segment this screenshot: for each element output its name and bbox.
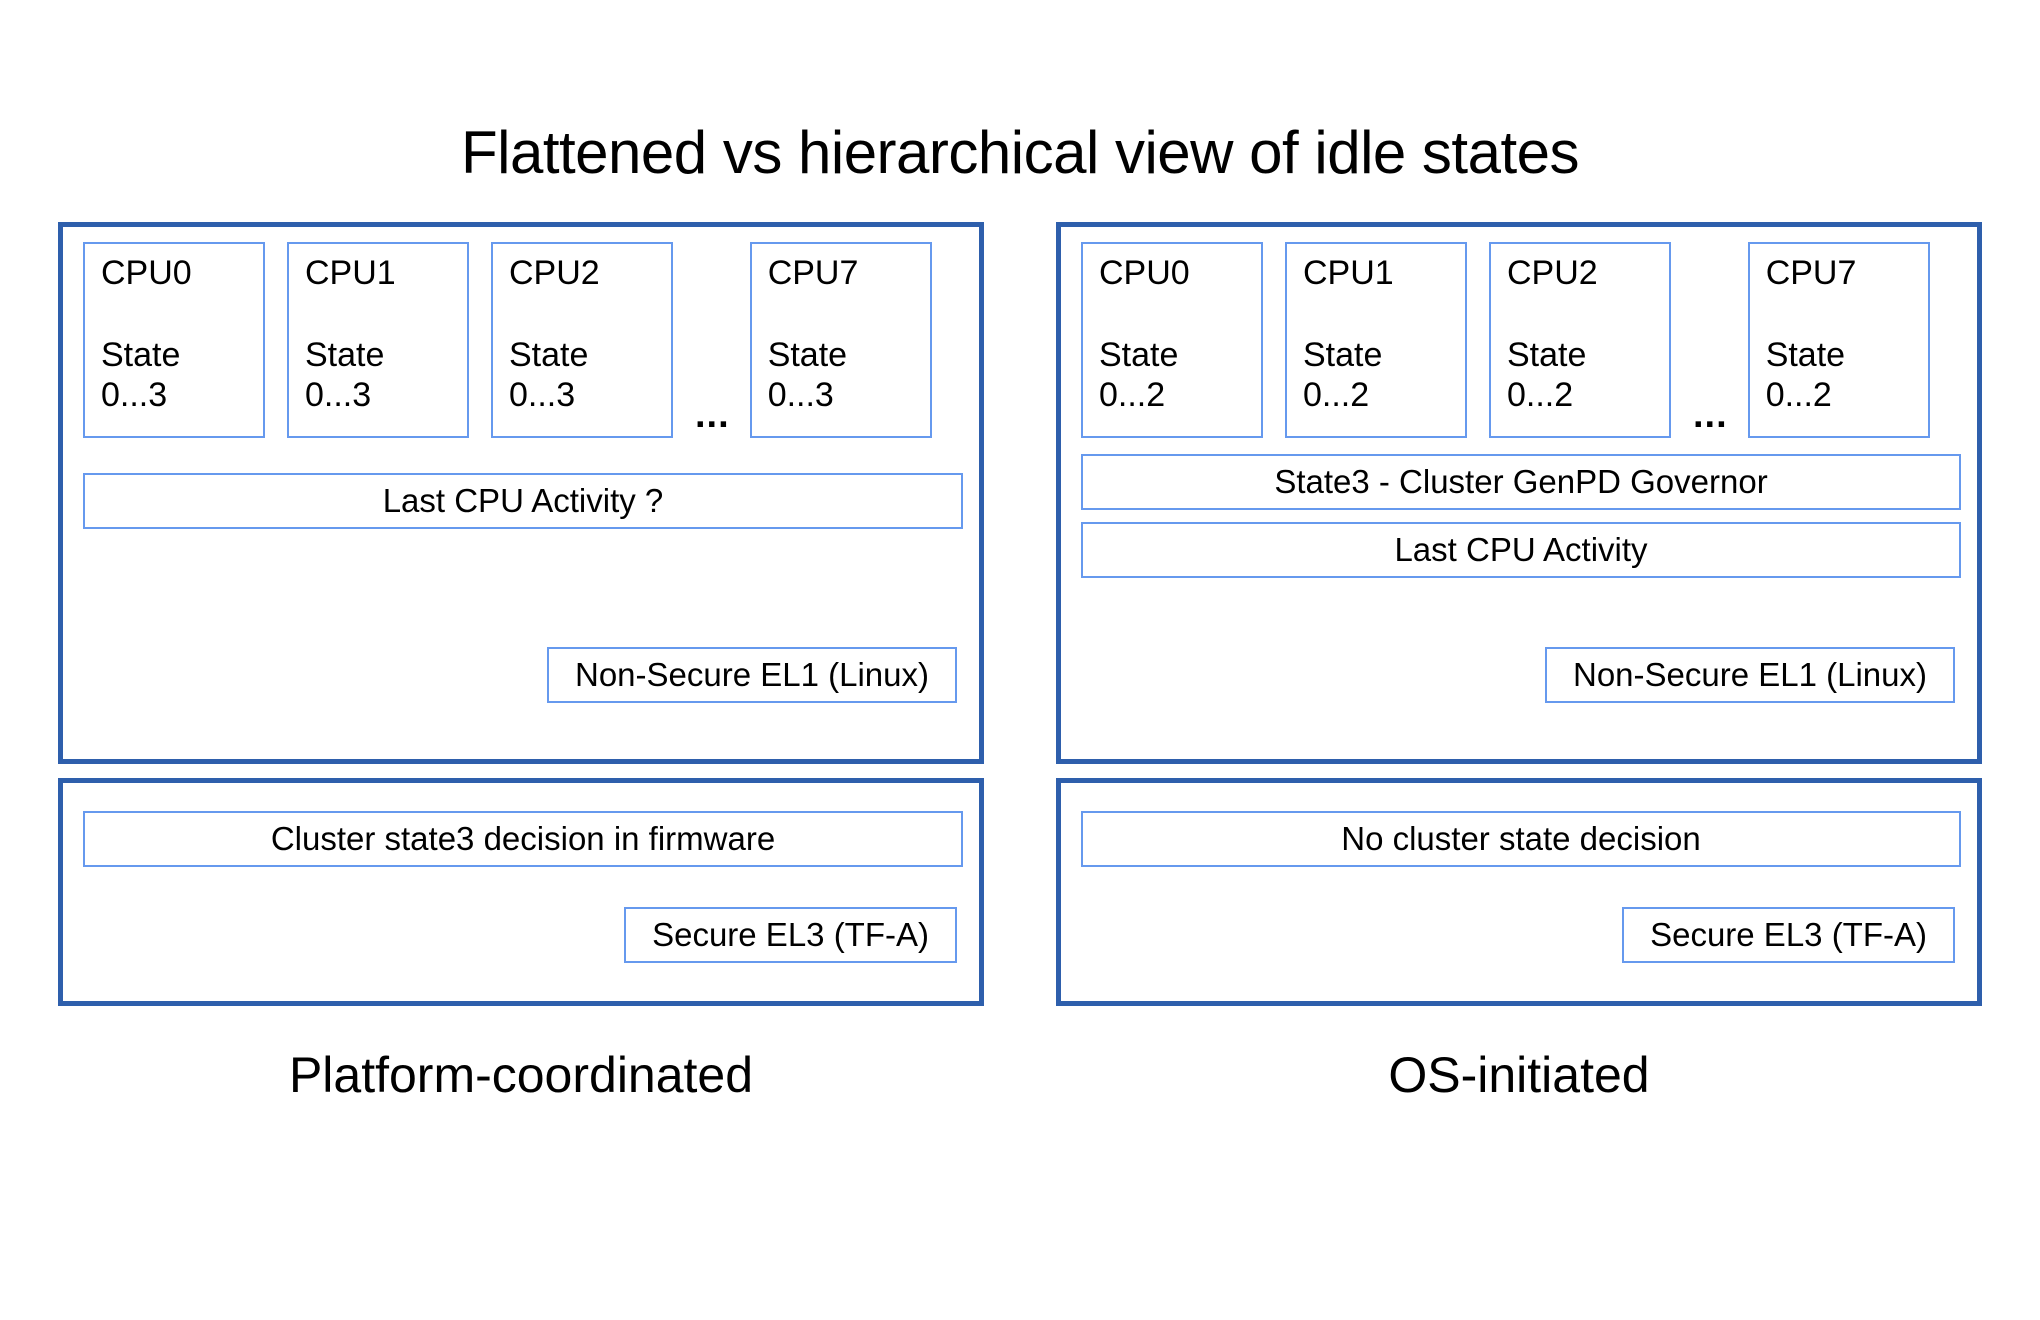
cpu-state-range: 0...3: [509, 376, 576, 414]
left-os-panel: CPU0 State 0...3 CPU1 State 0...3 CPU2 S…: [58, 222, 984, 764]
cpu-state-label: State: [1765, 336, 1846, 374]
left-cluster-state-decision-bar[interactable]: Cluster state3 decision in firmware: [83, 811, 963, 867]
page-title: Flattened vs hierarchical view of idle s…: [460, 119, 1580, 186]
cpu-state-label: State: [1303, 336, 1383, 374]
cpu-label: CPU1: [1303, 254, 1394, 292]
cpu-box-cpu0[interactable]: CPU0 State 0...3: [83, 242, 265, 438]
cpu-label: CPU2: [509, 254, 600, 292]
cpu-state-label: State: [1507, 336, 1587, 374]
right-cpu-row: CPU0 State 0...2 CPU1 State 0...2 CPU2 S…: [1081, 242, 1961, 438]
cpu-label: CPU0: [101, 254, 192, 292]
right-cluster-state-decision-bar[interactable]: No cluster state decision: [1081, 811, 1961, 867]
right-last-cpu-activity-bar[interactable]: Last CPU Activity: [1081, 522, 1961, 578]
left-non-secure-el1-label: Non-Secure EL1 (Linux): [546, 647, 957, 703]
right-os-panel: CPU0 State 0...2 CPU1 State 0...2 CPU2 S…: [1056, 222, 1982, 764]
left-firmware-panel: Cluster state3 decision in firmware Secu…: [58, 778, 984, 1006]
cpu-label: CPU7: [1765, 254, 1857, 292]
cpu-label: CPU0: [1099, 254, 1190, 292]
cpu-state-range: 0...3: [305, 376, 372, 414]
cpu-box-cpu7[interactable]: CPU7 State 0...2: [1747, 242, 1930, 438]
os-initiated-column: CPU0 State 0...2 CPU1 State 0...2 CPU2 S…: [1056, 222, 1982, 1006]
cpu-label: CPU7: [767, 254, 859, 292]
cpu-state-range: 0...2: [1099, 376, 1166, 414]
platform-coordinated-column: CPU0 State 0...3 CPU1 State 0...3 CPU2 S…: [58, 222, 984, 1006]
cluster-genpd-governor-bar[interactable]: State3 - Cluster GenPD Governor: [1081, 454, 1961, 510]
left-secure-el3-label: Secure EL3 (TF-A): [624, 907, 957, 963]
cpu-state-label: State: [1099, 336, 1179, 374]
cpu-ellipsis: ...: [695, 394, 730, 436]
left-cpu-row: CPU0 State 0...3 CPU1 State 0...3 CPU2 S…: [83, 242, 963, 438]
cpu-box-cpu1[interactable]: CPU1 State 0...2: [1285, 242, 1467, 438]
cpu-state-label: State: [767, 336, 848, 374]
cpu-box-cpu1[interactable]: CPU1 State 0...3: [287, 242, 469, 438]
left-last-cpu-activity-bar[interactable]: Last CPU Activity ?: [83, 473, 963, 529]
right-firmware-panel: No cluster state decision Secure EL3 (TF…: [1056, 778, 1982, 1006]
cpu-state-range: 0...3: [101, 376, 168, 414]
cpu-state-range: 0...3: [767, 376, 834, 414]
cpu-label: CPU1: [305, 254, 396, 292]
cpu-box-cpu0[interactable]: CPU0 State 0...2: [1081, 242, 1263, 438]
cpu-state-label: State: [101, 336, 181, 374]
cpu-ellipsis: ...: [1693, 394, 1728, 436]
right-non-secure-el1-label: Non-Secure EL1 (Linux): [1544, 647, 1955, 703]
cpu-state-range: 0...2: [1507, 376, 1574, 414]
cpu-state-label: State: [305, 336, 385, 374]
cpu-label: CPU2: [1507, 254, 1598, 292]
cpu-state-range: 0...2: [1303, 376, 1370, 414]
cpu-state-range: 0...2: [1765, 376, 1832, 414]
cpu-box-cpu2[interactable]: CPU2 State 0...2: [1489, 242, 1671, 438]
cpu-state-label: State: [509, 336, 589, 374]
right-secure-el3-label: Secure EL3 (TF-A): [1622, 907, 1955, 963]
caption-os-initiated: OS-initiated: [1388, 1047, 1650, 1103]
cpu-box-cpu7[interactable]: CPU7 State 0...3: [749, 242, 932, 438]
cpu-box-cpu2[interactable]: CPU2 State 0...3: [491, 242, 673, 438]
caption-platform-coordinated: Platform-coordinated: [288, 1047, 754, 1103]
